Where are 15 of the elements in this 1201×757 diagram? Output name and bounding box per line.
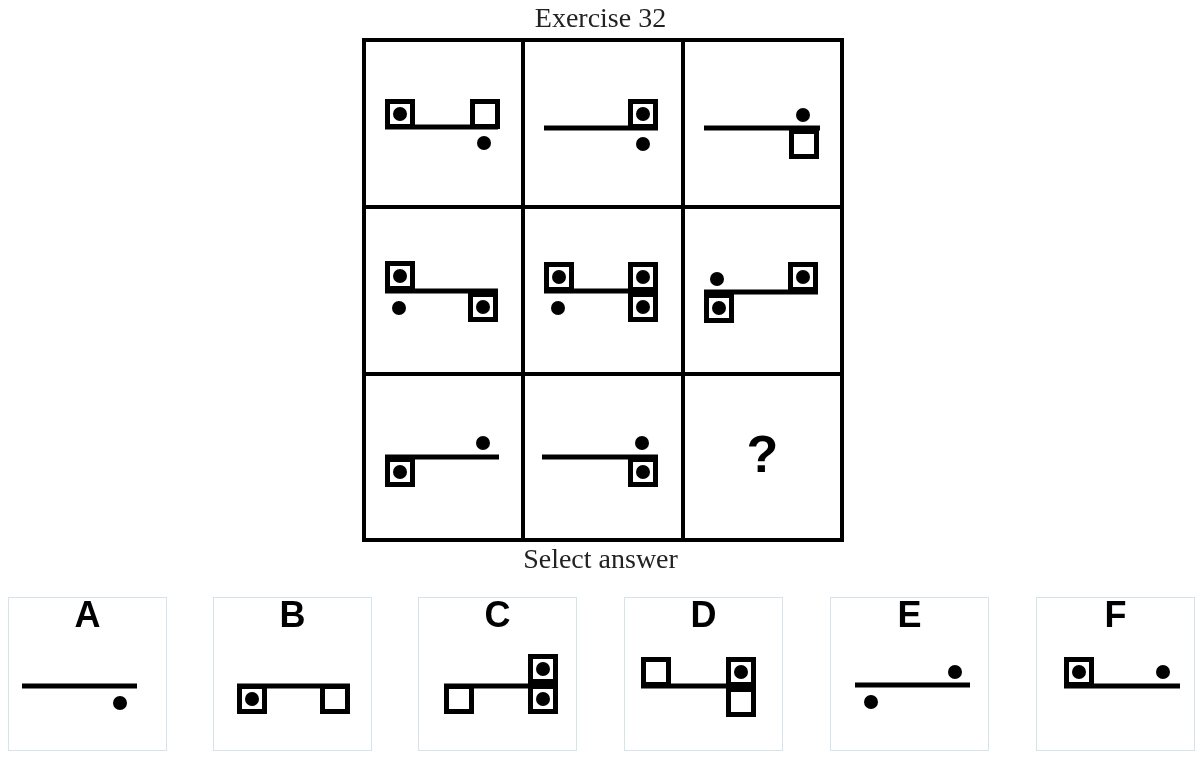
answer-card (8, 597, 167, 751)
option-letter: D (689, 594, 718, 636)
title: Exercise 32 (533, 2, 668, 34)
option-letter: E (896, 594, 923, 636)
question-mark: ? (745, 424, 780, 484)
option-letter: B (278, 594, 307, 636)
answer-card (1036, 597, 1195, 751)
answer-card (213, 597, 372, 751)
option-letter: F (1103, 594, 1128, 636)
answer-card (830, 597, 989, 751)
instruction-text: Select answer (522, 543, 679, 575)
answer-card (418, 597, 577, 751)
option-letter: A (73, 594, 102, 636)
answer-card (624, 597, 783, 751)
option-letter: C (483, 594, 512, 636)
